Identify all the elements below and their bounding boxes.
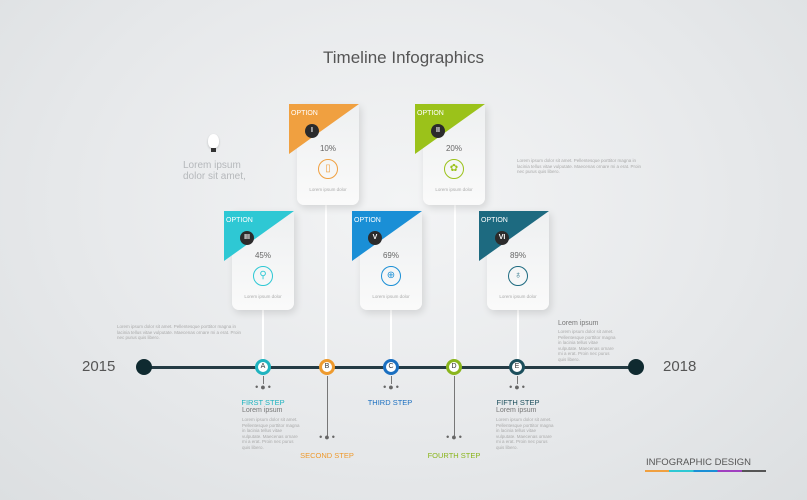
option-label: OPTION — [481, 217, 508, 224]
option-percent: 89% — [509, 251, 526, 260]
timeline-node-c: C — [383, 359, 399, 375]
lightbulb-icon — [208, 134, 219, 148]
option-numeral: III — [240, 231, 254, 245]
option-label: OPTION — [354, 217, 381, 224]
timeline-node-d: D — [446, 359, 462, 375]
card-header-triangle — [289, 104, 359, 154]
step-connector — [517, 376, 518, 384]
option-card: OPTION I 10% ▯ Lorem ipsum dolor — [289, 104, 359, 205]
option-label: OPTION — [226, 217, 253, 224]
right-note-text: Lorem ipsum dolor sit amet. Pellentesque… — [558, 329, 616, 362]
option-percent: 20% — [445, 144, 462, 153]
side-note-line1: Lorem ipsum — [183, 160, 241, 171]
filler-text: Lorem ipsum dolor sit amet. Pellentesque… — [117, 324, 242, 340]
year-start: 2015 — [82, 358, 116, 375]
right-note-title: Lorem ipsum — [558, 320, 599, 327]
stem — [262, 310, 264, 360]
step-fifth-label: FIFTH STEP — [496, 398, 540, 407]
stem — [390, 310, 392, 360]
card-header-triangle — [479, 211, 549, 261]
step-second-label: SECOND STEP — [300, 451, 354, 460]
option-card: OPTION V 69% ⊕ Lorem ipsum dolor — [352, 211, 422, 310]
option-numeral: II — [431, 124, 445, 138]
option-numeral: VI — [495, 231, 509, 245]
option-numeral: I — [305, 124, 319, 138]
bulb-base — [211, 148, 216, 152]
stem — [325, 205, 327, 360]
option-label: OPTION — [291, 110, 318, 117]
timeline-node-b: B — [319, 359, 335, 375]
step-connector — [327, 376, 328, 438]
year-end: 2018 — [663, 358, 697, 375]
option-percent: 45% — [254, 251, 271, 260]
stem — [517, 310, 519, 360]
step-fifth-text: Lorem ipsum dolor sit amet. Pellentesque… — [496, 417, 554, 450]
dots: •●• — [446, 432, 464, 442]
dots: •●• — [319, 432, 337, 442]
filler-text: Lorem ipsum dolor sit amet. Pellentesque… — [517, 158, 642, 174]
dots: •●• — [509, 382, 527, 392]
step-connector — [454, 376, 455, 438]
step-first-sub: Lorem ipsum — [242, 407, 283, 414]
step-fourth-label: FOURTH STEP — [427, 451, 481, 460]
step-connector — [263, 376, 264, 384]
footer-underline — [645, 470, 766, 472]
page-title: Timeline Infographics — [323, 48, 484, 67]
timeline-start-dot — [136, 359, 152, 375]
step-first-text: Lorem ipsum dolor sit amet. Pellentesque… — [242, 417, 300, 450]
card-header-triangle — [352, 211, 422, 261]
option-percent: 69% — [382, 251, 399, 260]
footer-title: INFOGRAPHIC DESIGN — [646, 457, 752, 468]
option-percent: 10% — [319, 144, 336, 153]
timeline-end-dot — [628, 359, 644, 375]
option-caption: Lorem ipsum dolor — [309, 187, 347, 192]
option-caption: Lorem ipsum dolor — [435, 187, 473, 192]
side-note-line2: dolor sit amet, — [183, 171, 246, 182]
option-card: OPTION II 20% ✿ Lorem ipsum dolor — [415, 104, 485, 205]
gear-icon: ✿ — [444, 159, 464, 179]
stem — [454, 205, 456, 360]
card-header-triangle — [224, 211, 294, 261]
card-header-triangle — [415, 104, 485, 154]
option-caption: Lorem ipsum dolor — [499, 294, 537, 299]
option-card: OPTION VI 89% ♁ Lorem ipsum dolor — [479, 211, 549, 310]
globe-icon: ⊕ — [381, 266, 401, 286]
lightbulb-icon: ♁ — [508, 266, 528, 286]
option-numeral: V — [368, 231, 382, 245]
dots: •●• — [255, 382, 273, 392]
step-connector — [391, 376, 392, 384]
option-caption: Lorem ipsum dolor — [372, 294, 410, 299]
dots: •●• — [383, 382, 401, 392]
step-first-label: FIRST STEP — [241, 398, 285, 407]
mobile-phone-icon: ▯ — [318, 159, 338, 179]
timeline-node-a: A — [255, 359, 271, 375]
option-label: OPTION — [417, 110, 444, 117]
magnifier-icon: ⚲ — [253, 266, 273, 286]
option-caption: Lorem ipsum dolor — [244, 294, 282, 299]
step-fifth-sub: Lorem ipsum — [496, 407, 537, 414]
option-card: OPTION III 45% ⚲ Lorem ipsum dolor — [224, 211, 294, 310]
step-third-label: THIRD STEP — [367, 398, 413, 407]
timeline-node-e: E — [509, 359, 525, 375]
